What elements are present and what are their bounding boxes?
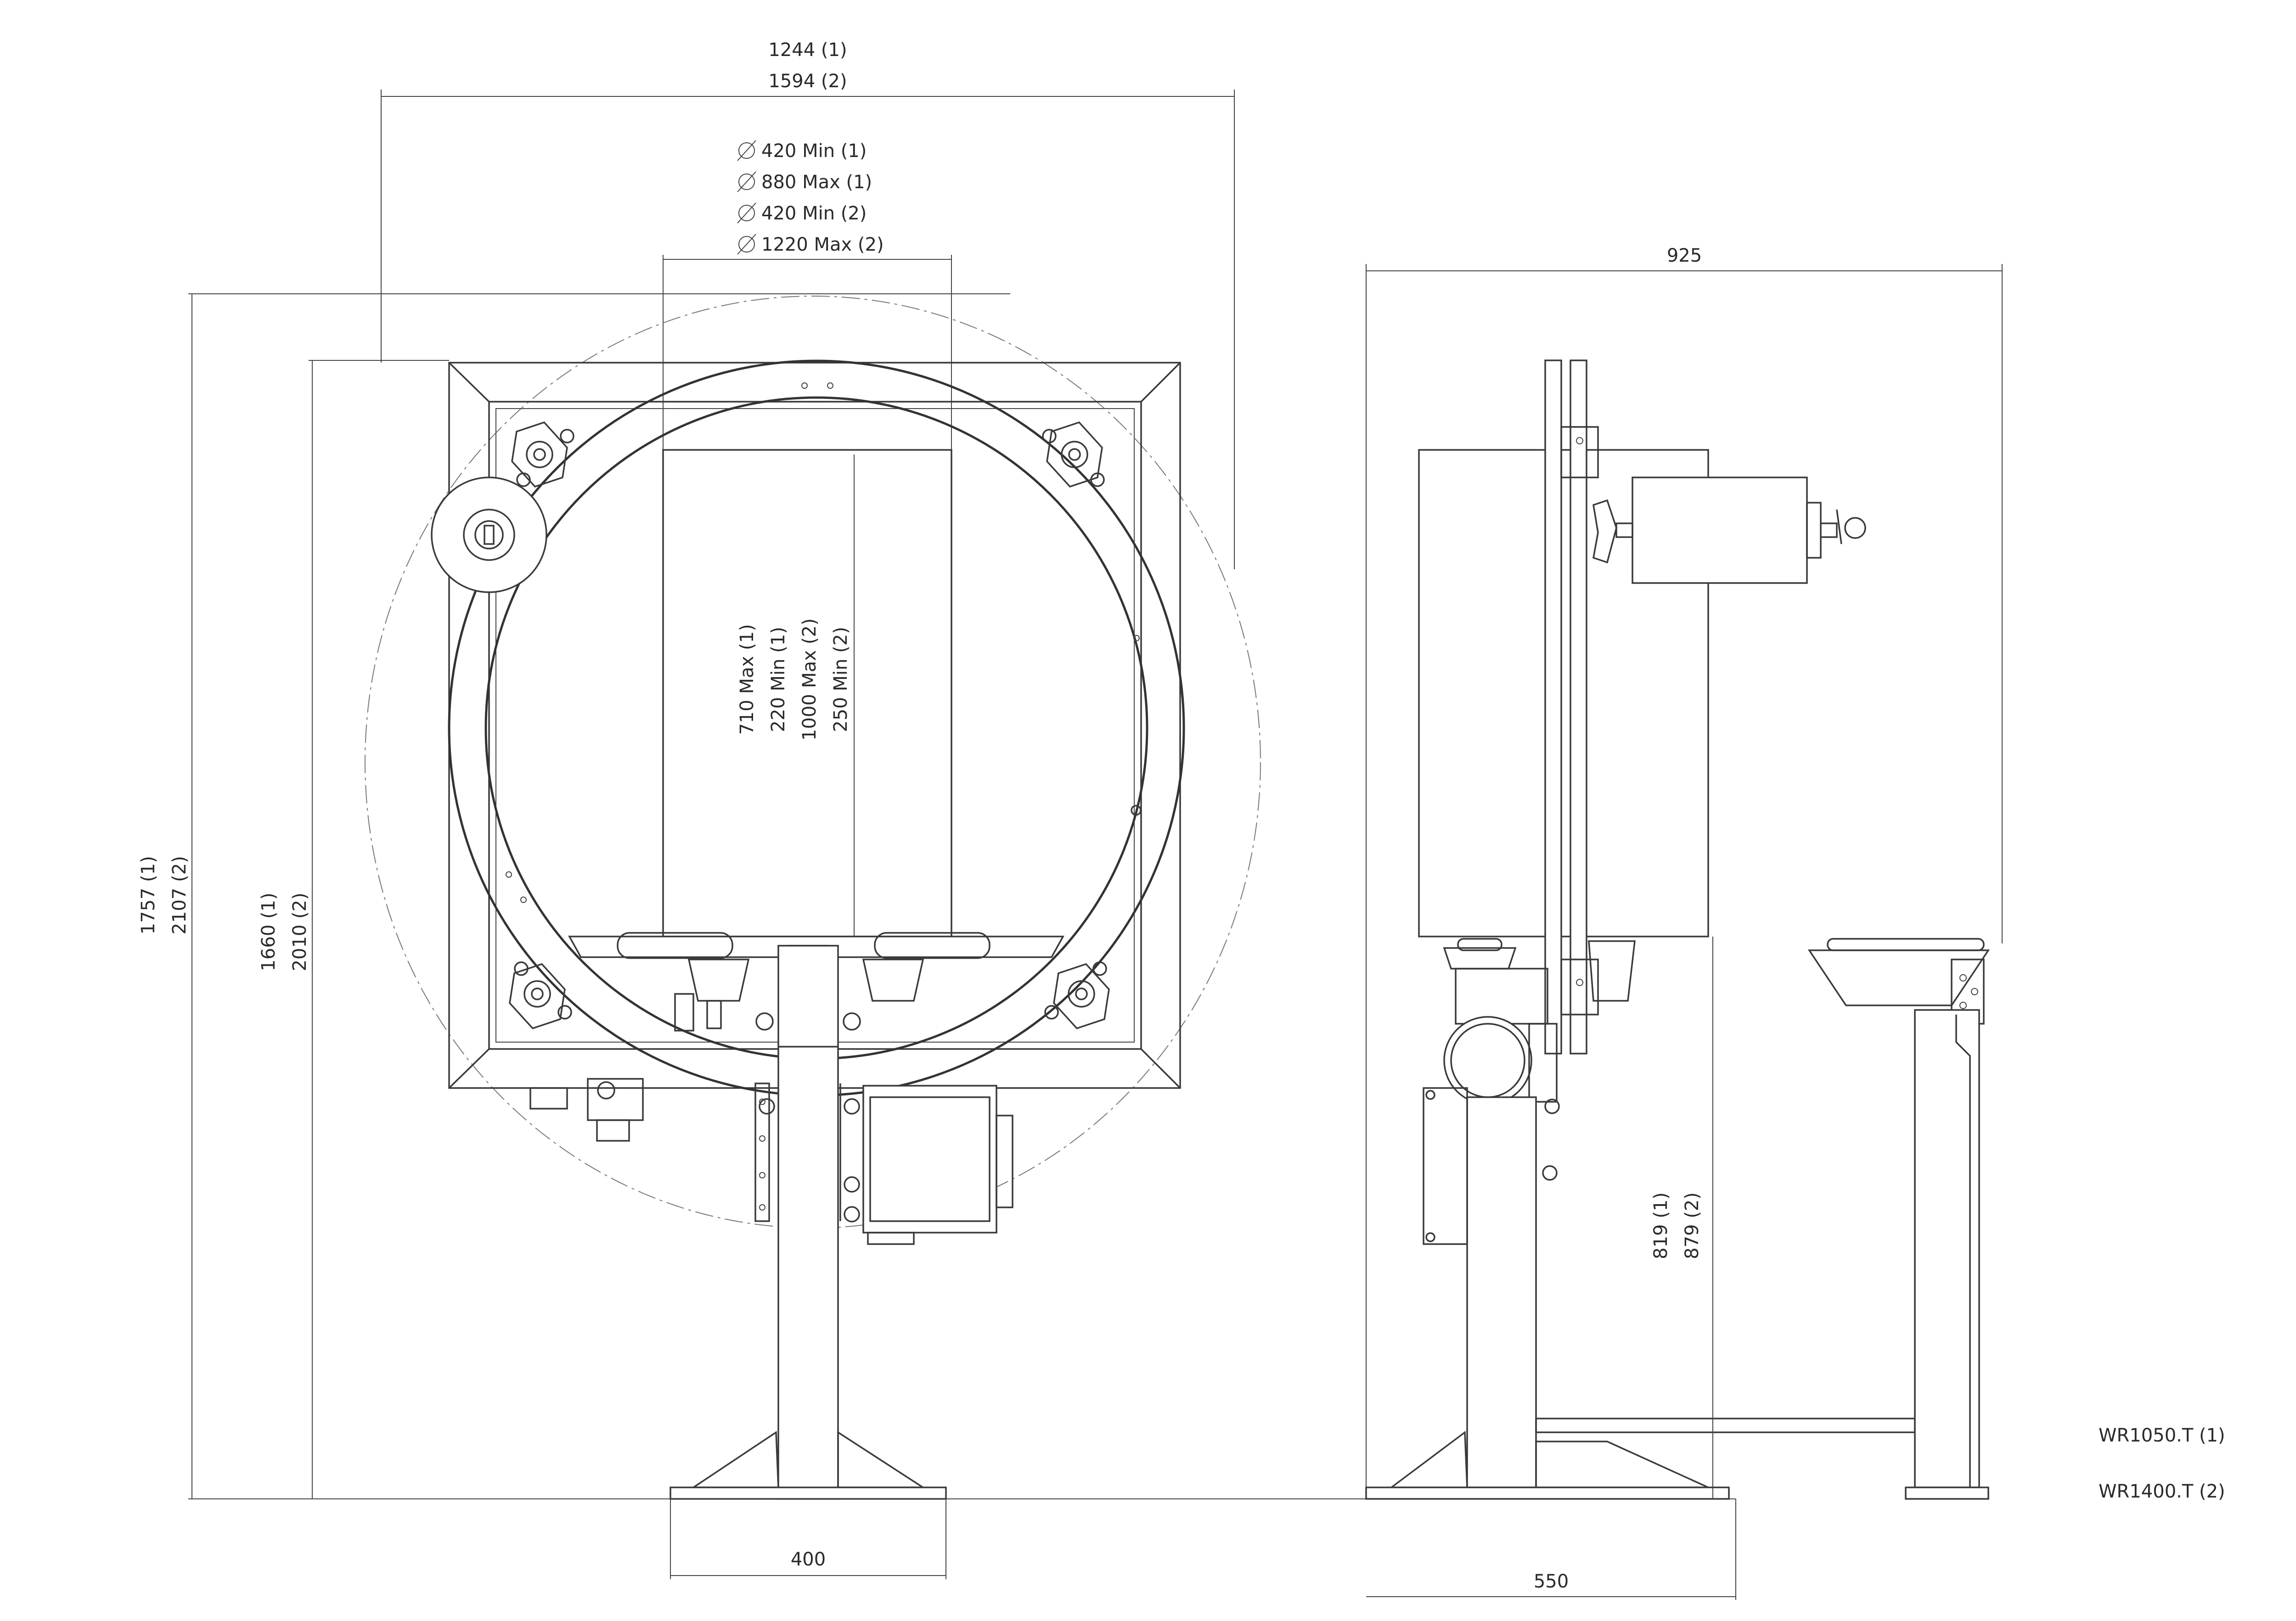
gear-motor bbox=[862, 1085, 1013, 1245]
film-roll bbox=[431, 477, 547, 593]
diameter-dim-3: 420 Min (2) bbox=[761, 203, 867, 224]
table-height-dim-1: 710 Max (1) bbox=[737, 624, 758, 735]
side-base bbox=[1365, 1009, 1989, 1500]
depth-dim: 925 bbox=[1667, 245, 1702, 266]
diameter-dim-1: 420 Min (1) bbox=[761, 140, 867, 162]
table-height-dim-3: 1000 Max (2) bbox=[799, 618, 820, 741]
side-motor bbox=[1443, 968, 1560, 1114]
side-table-height-dim-2: 879 (2) bbox=[1682, 1192, 1703, 1259]
side-view: 925 bbox=[1365, 245, 2003, 1600]
diameter-icon bbox=[737, 140, 756, 255]
side-table-height-dim-1: 819 (1) bbox=[1650, 1192, 1671, 1259]
frame-height-dimension: 1660 (1) 2010 (2) bbox=[258, 360, 449, 1499]
overall-height-dim-1: 1757 (1) bbox=[138, 856, 159, 934]
side-ring-plates bbox=[1544, 359, 1599, 1054]
model-legend: WR1050.T (1) WR1400.T (2) bbox=[2099, 1425, 2225, 1502]
width-dim-2: 1594 (2) bbox=[768, 71, 847, 92]
width-dim-1: 1244 (1) bbox=[768, 39, 847, 61]
front-drive-parts bbox=[529, 993, 861, 1223]
overall-height-dimension: 1757 (1) 2107 (2) bbox=[138, 293, 1010, 1499]
base-depth-dimension: 550 bbox=[1366, 1499, 1736, 1600]
side-product-box bbox=[1418, 449, 1709, 937]
base-width-dim: 400 bbox=[791, 1549, 826, 1570]
diameter-dim-4: 1220 Max (2) bbox=[761, 234, 884, 255]
guide-roller-top-right bbox=[1042, 421, 1105, 488]
width-dimension: 1244 (1) 1594 (2) bbox=[381, 39, 1235, 569]
diameter-dimension: 420 Min (1) 880 Max (1) 420 Min (2) 1220… bbox=[663, 140, 952, 454]
side-table-height-dimension: 819 (1) 879 (2) bbox=[1650, 937, 1713, 1499]
frame-height-dim-2: 2010 (2) bbox=[289, 892, 310, 971]
base-width-dimension: 400 bbox=[670, 1499, 946, 1579]
side-column bbox=[1389, 1087, 1558, 1488]
max-envelope-circle bbox=[365, 296, 1261, 1228]
roller-table bbox=[568, 932, 1064, 1002]
frame-height-dim-1: 1660 (1) bbox=[258, 892, 279, 971]
support-column bbox=[754, 945, 841, 1500]
legend-model-1: WR1050.T (1) bbox=[2099, 1425, 2225, 1446]
guide-roller-bottom-right bbox=[1044, 961, 1110, 1030]
guide-roller-bottom-left bbox=[509, 961, 572, 1030]
table-height-dim-2: 220 Min (1) bbox=[768, 627, 789, 732]
side-roller-table bbox=[1443, 938, 1990, 1025]
front-view: 1244 (1) 1594 (2) 420 Min (1) 880 Max (1… bbox=[138, 39, 1736, 1579]
diameter-dim-2: 880 Max (1) bbox=[761, 172, 872, 193]
depth-dimension: 925 bbox=[1366, 245, 2003, 1499]
overall-height-dim-2: 2107 (2) bbox=[169, 856, 190, 934]
table-height-dimension: 710 Max (1) 220 Min (1) 1000 Max (2) 250… bbox=[737, 454, 855, 937]
base-depth-dim: 550 bbox=[1534, 1571, 1569, 1592]
table-height-dim-4: 250 Min (2) bbox=[830, 627, 851, 732]
legend-model-2: WR1400.T (2) bbox=[2099, 1481, 2225, 1502]
side-film-carriage bbox=[1593, 477, 1866, 584]
guide-roller-top-left bbox=[511, 421, 574, 488]
